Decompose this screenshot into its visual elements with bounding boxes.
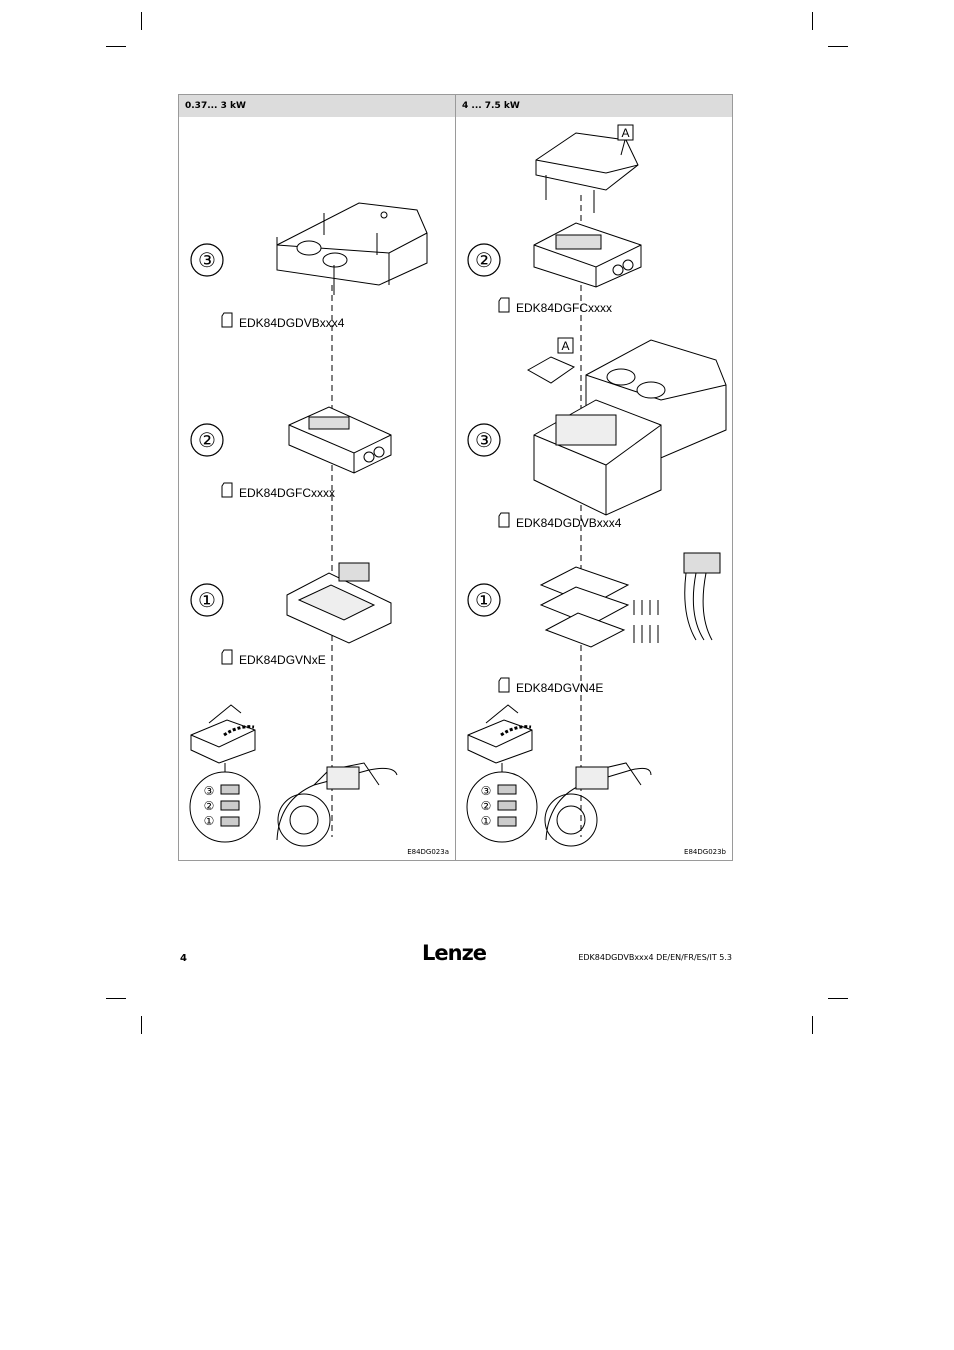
base-drawing xyxy=(286,562,392,644)
base-plates-drawing xyxy=(539,552,721,648)
document-reference: EDK84DGDVBxxx4 DE/EN/FR/ES/IT 5.3 xyxy=(578,953,732,962)
brand-logo: Lenze xyxy=(422,941,487,965)
step-number: ② xyxy=(198,428,216,452)
crop-mark xyxy=(828,998,848,999)
panel-left: 0.37... 3 kW ③ EDK84DGDVBxxx4 ② xyxy=(178,94,456,861)
assembly-diagram: ③ EDK84DGDVBxxx4 ② EDK84DGFCxxxx xyxy=(189,202,428,847)
svg-text:②: ② xyxy=(481,799,492,813)
doc-reference: EDK84DGVNxE xyxy=(239,653,326,667)
svg-text:②: ② xyxy=(204,799,215,813)
step-number-circle xyxy=(190,583,224,617)
doc-reference: EDK84DGVN4E xyxy=(516,681,603,695)
step-number: ③ xyxy=(475,428,493,452)
crop-mark xyxy=(812,1016,813,1034)
step-number: ③ xyxy=(198,248,216,272)
crop-mark xyxy=(141,1016,142,1034)
step-number: ② xyxy=(475,248,493,272)
motor-drawing xyxy=(276,762,398,847)
electronics-drawing xyxy=(533,222,642,288)
callout-box xyxy=(617,124,634,141)
callout-box xyxy=(557,337,574,354)
panel-right: 4 ... 7.5 kW A ② EDK84DGFCxxxx xyxy=(455,94,733,861)
crop-mark xyxy=(812,12,813,30)
doc-reference: EDK84DGFCxxxx xyxy=(516,301,612,315)
crop-mark xyxy=(106,46,126,47)
step-number-circle xyxy=(190,423,224,457)
packaging-box-drawing xyxy=(190,704,256,764)
step-number-circle xyxy=(190,243,224,277)
step-number-circle xyxy=(467,583,501,617)
figure-code: E84DG023b xyxy=(684,848,726,856)
cover-drawing xyxy=(276,202,428,295)
step-number: ① xyxy=(475,588,493,612)
packaging-box-drawing xyxy=(467,704,533,764)
small-cover-drawing xyxy=(526,356,576,384)
panel-header: 4 ... 7.5 kW xyxy=(456,95,732,117)
callout-label: A xyxy=(561,339,569,353)
crop-mark xyxy=(106,998,126,999)
electronics-drawing xyxy=(288,406,392,474)
step-number-circle xyxy=(467,243,501,277)
doc-reference: EDK84DGFCxxxx xyxy=(239,486,335,500)
step-number: ① xyxy=(198,588,216,612)
panel-header: 0.37... 3 kW xyxy=(179,95,455,117)
svg-text:①: ① xyxy=(204,814,215,828)
svg-text:③: ③ xyxy=(204,784,215,798)
crop-mark xyxy=(141,12,142,30)
svg-text:①: ① xyxy=(481,814,492,828)
step-number-circle xyxy=(467,423,501,457)
crop-mark xyxy=(828,46,848,47)
cover-a-drawing xyxy=(535,132,639,213)
svg-text:③: ③ xyxy=(481,784,492,798)
doc-reference: EDK84DGDVBxxx4 xyxy=(516,516,622,530)
callout-label: A xyxy=(621,126,629,140)
assembly-diagram: A ② EDK84DGFCxxxx A ③ xyxy=(466,124,727,847)
motor-drawing xyxy=(544,762,652,847)
figure-code: E84DG023a xyxy=(407,848,449,856)
doc-reference: EDK84DGDVBxxx4 xyxy=(239,316,345,330)
page-number: 4 xyxy=(180,953,187,964)
drive-drawing xyxy=(533,339,727,516)
